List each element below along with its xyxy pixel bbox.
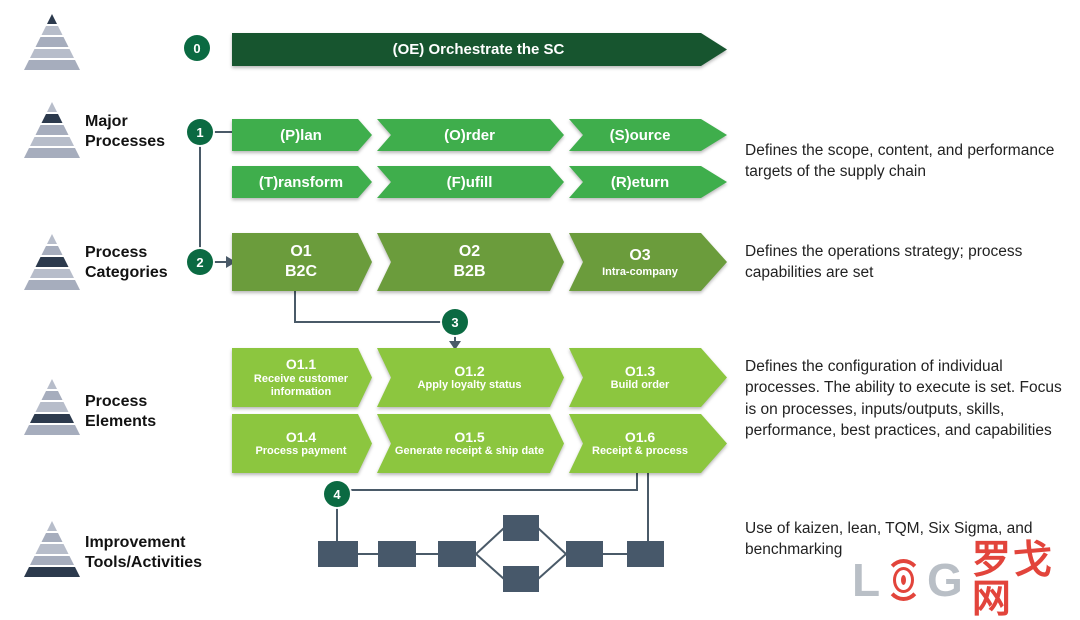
banner-segment-label: (T)ransform bbox=[258, 173, 344, 191]
segment-code: O1.6 bbox=[624, 428, 656, 445]
logo-letter-g: G bbox=[927, 554, 963, 606]
banner-segment-label: (P)lan bbox=[280, 126, 322, 144]
banner-segment-label: (R)eturn bbox=[610, 173, 670, 191]
banner-segment-label: (S)ource bbox=[609, 126, 671, 144]
banner-orchestrate: (OE) Orchestrate the SC bbox=[232, 33, 727, 66]
segment-subtitle: Generate receipt & ship date bbox=[394, 445, 545, 458]
banner-segment-o1-b2c: O1 B2C bbox=[232, 233, 372, 291]
segment-subtitle: Receipt & process bbox=[592, 445, 688, 458]
banner-segment-order: (O)rder bbox=[377, 119, 564, 151]
segment-subtitle: B2B bbox=[453, 263, 486, 281]
flowchart-box-2 bbox=[378, 541, 416, 567]
banner-segment-plan: (P)lan bbox=[232, 119, 372, 151]
segment-subtitle: Apply loyalty status bbox=[417, 379, 522, 392]
step-circle-4: 4 bbox=[324, 481, 350, 507]
banner-segment-oe: (OE) Orchestrate the SC bbox=[232, 33, 727, 66]
flowchart-box-6 bbox=[627, 541, 664, 567]
level-label-major-processes: Major Processes bbox=[85, 113, 166, 150]
segment-code: O1.4 bbox=[285, 428, 317, 445]
segment-subtitle: B2C bbox=[284, 263, 317, 281]
segment-code: O1.2 bbox=[454, 362, 485, 379]
step-circle-2: 2 bbox=[187, 249, 213, 275]
banner-segment-return: (R)eturn bbox=[569, 166, 727, 198]
step-circle-1: 1 bbox=[187, 119, 213, 145]
description-process-categories: Defines the operations strategy; process… bbox=[745, 243, 1023, 282]
description-improvement-tools: Use of kaizen, lean, TQM, Six Sigma, and… bbox=[745, 520, 1033, 559]
level-label-process-elements: Process Elements bbox=[85, 393, 157, 430]
flowchart-box-5 bbox=[566, 541, 603, 567]
segment-code: O1.3 bbox=[624, 362, 656, 379]
segment-code: O2 bbox=[458, 243, 481, 261]
description-process-elements: Defines the configuration of individual … bbox=[745, 358, 1062, 440]
pyramid-icon-process-categories bbox=[24, 234, 80, 290]
banner-major-processes-row2: (T)ransform (F)ufill (R)eturn bbox=[232, 166, 727, 198]
banner-segment-o1-3: O1.3 Build order bbox=[569, 348, 727, 407]
banner-segment-o1-5: O1.5 Generate receipt & ship date bbox=[377, 414, 564, 473]
banner-segment-label: (F)ufill bbox=[446, 173, 493, 191]
pyramid-icon-improvement-tools bbox=[24, 521, 80, 577]
step-circle-3: 3 bbox=[442, 309, 468, 335]
banner-segment-source: (S)ource bbox=[569, 119, 727, 151]
segment-code: O1.5 bbox=[454, 428, 485, 445]
flowchart-box-3 bbox=[438, 541, 476, 567]
level-label-process-categories: Process Categories bbox=[85, 244, 168, 281]
banner-segment-o3-intra-company: O3 Intra-company bbox=[569, 233, 727, 291]
banner-major-processes-row1: (P)lan (O)rder (S)ource bbox=[232, 119, 727, 151]
pyramid-icon-orchestrate bbox=[24, 14, 80, 70]
segment-subtitle: Receive customer information bbox=[253, 372, 349, 398]
segment-subtitle: Process payment bbox=[255, 445, 347, 458]
banner-segment-fufill: (F)ufill bbox=[377, 166, 564, 198]
level-label-improvement-tools: Improvement Tools/Activities bbox=[85, 534, 203, 571]
banner-segment-o1-2: O1.2 Apply loyalty status bbox=[377, 348, 564, 407]
step-circle-0: 0 bbox=[184, 35, 210, 61]
banner-segment-label: (O)rder bbox=[444, 126, 495, 144]
description-major-processes: Defines the scope, content, and performa… bbox=[745, 142, 1055, 181]
banner-segment-o2-b2b: O2 B2B bbox=[377, 233, 564, 291]
pyramid-icon-process-elements bbox=[24, 379, 80, 435]
banner-segment-o1-1: O1.1 Receive customer information bbox=[232, 348, 372, 407]
banner-process-elements-row2: O1.4 Process payment O1.5 Generate recei… bbox=[232, 414, 727, 473]
banner-process-categories: O1 B2C O2 B2B O3 Intra-company bbox=[232, 233, 727, 291]
banner-segment-o1-4: O1.4 Process payment bbox=[232, 414, 372, 473]
flowchart-box-1 bbox=[318, 541, 358, 567]
watermark-logo: L G 罗戈网 bbox=[852, 541, 1080, 619]
segment-subtitle: Intra-company bbox=[602, 265, 678, 278]
segment-code: O1 bbox=[290, 243, 312, 261]
segment-subtitle: Build order bbox=[610, 379, 670, 392]
flowchart-box-branch-top bbox=[503, 515, 539, 541]
logo-letter-l: L bbox=[852, 554, 881, 606]
banner-segment-transform: (T)ransform bbox=[232, 166, 372, 198]
banner-process-elements-row1: O1.1 Receive customer information O1.2 A… bbox=[232, 348, 727, 407]
banner-segment-label: (OE) Orchestrate the SC bbox=[392, 41, 565, 58]
banner-segment-o1-6: O1.6 Receipt & process bbox=[569, 414, 727, 473]
segment-code: O3 bbox=[629, 246, 651, 264]
logo-cjk-text: 罗戈网 bbox=[971, 539, 1054, 620]
pyramid-icon-major-processes bbox=[24, 102, 80, 158]
segment-code: O1.1 bbox=[285, 356, 317, 373]
flowchart-box-branch-bottom bbox=[503, 566, 539, 592]
logo-target-icon bbox=[885, 559, 923, 601]
